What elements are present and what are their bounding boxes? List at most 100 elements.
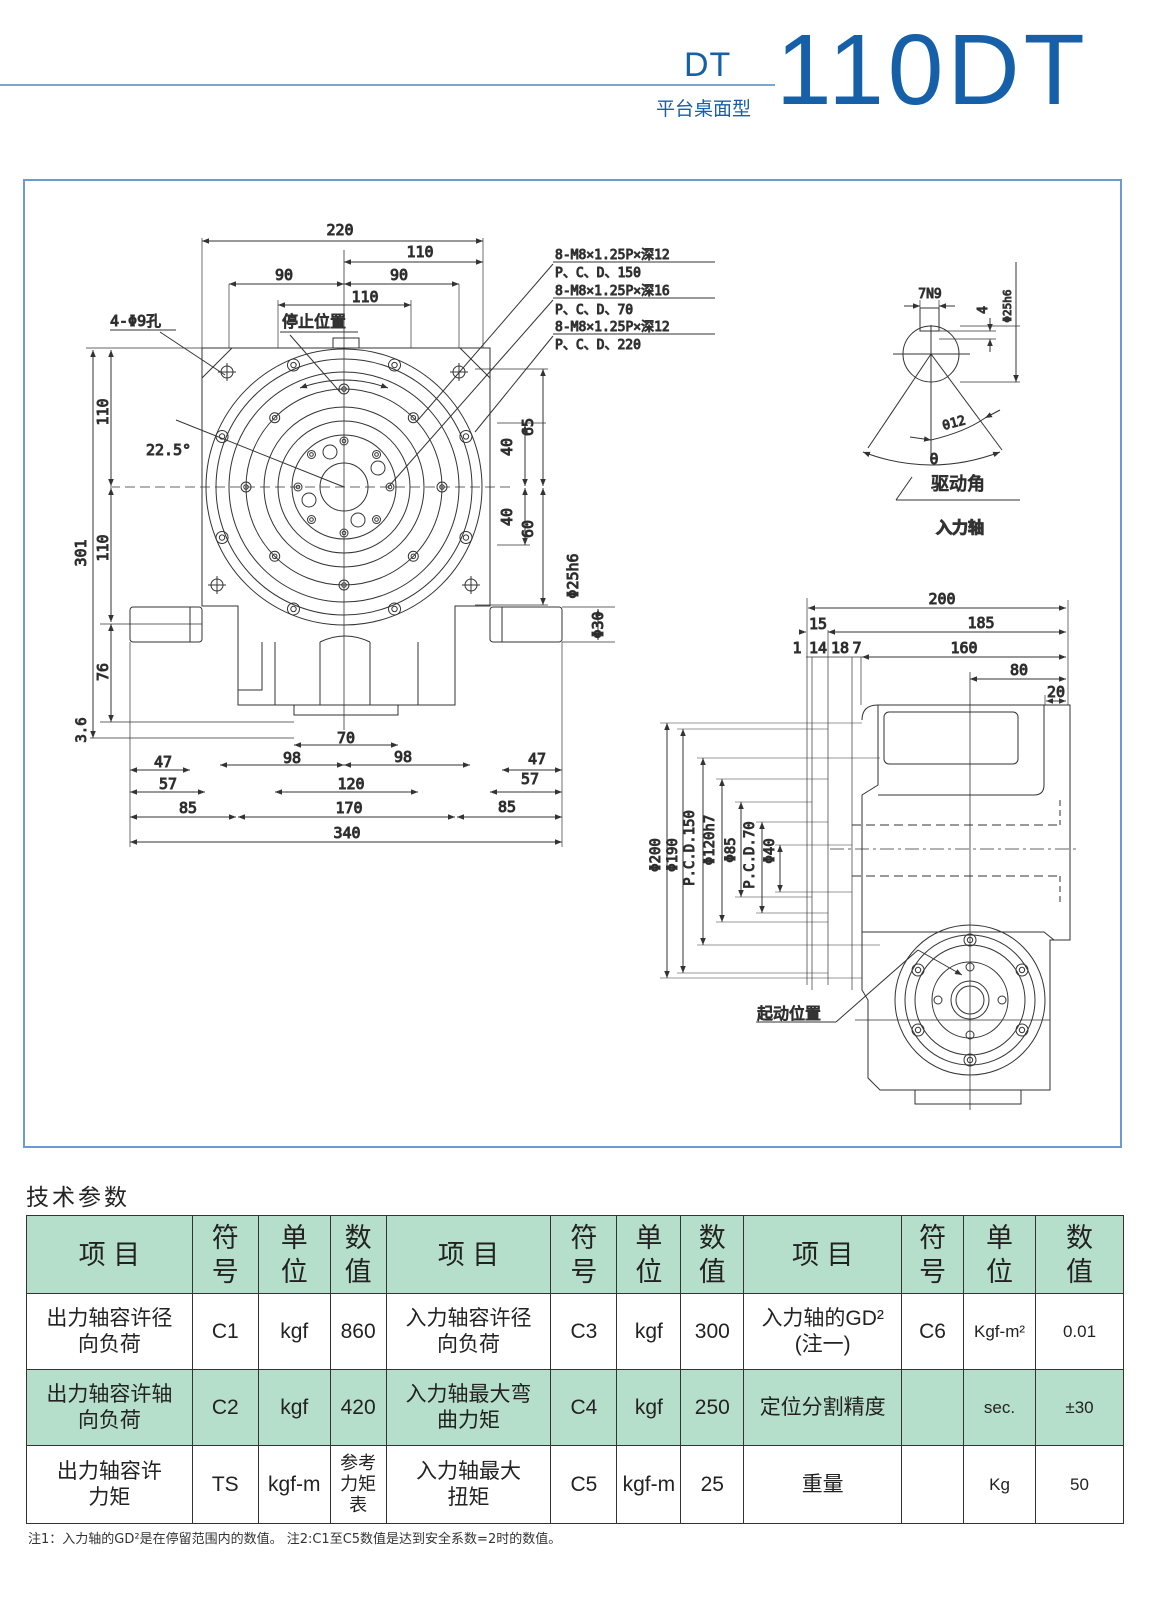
side-dim-14: 14 — [809, 639, 827, 657]
header-value: 数值 — [680, 1215, 745, 1294]
cell-unit: kgf — [616, 1293, 682, 1370]
input-shaft-caption: 入力轴 — [936, 518, 984, 537]
hole-icon — [459, 531, 473, 545]
dim-47-left: 47 — [154, 753, 172, 771]
specs-table: 项 目 符号 单位 数值 项 目 符号 单位 数值 项 目 符号 单位 数值 出… — [26, 1215, 1125, 1524]
cell-value: 860 — [329, 1293, 387, 1370]
hole-icon — [269, 550, 281, 562]
side-dim-20: 20 — [1047, 683, 1065, 701]
specs-title: 技术参数 — [26, 1185, 130, 1211]
header-value: 数值 — [1034, 1215, 1125, 1294]
side-pcd-150: P.C.D.150 — [682, 810, 698, 886]
cell-unit: kgf — [257, 1369, 331, 1446]
callout-3-thread: 8-M8×1.25P×深12 — [555, 320, 670, 335]
hole-icon — [459, 429, 473, 443]
hole-icon — [407, 550, 419, 562]
hole-icon — [407, 412, 419, 424]
hole-icon — [963, 933, 977, 947]
dim-70: 70 — [337, 729, 355, 747]
hole-icon — [286, 602, 300, 616]
side-dia-200: Φ200 — [648, 838, 664, 872]
cell-item: 重量 — [743, 1445, 903, 1524]
dim-110-lower: 110 — [94, 534, 112, 561]
dim-340: 340 — [333, 824, 360, 842]
cell-item: 入力轴最大扭矩 — [385, 1445, 552, 1524]
hole-icon — [286, 358, 300, 372]
dim-110-mid: 110 — [351, 288, 378, 306]
cell-unit: Kgf-m² — [963, 1293, 1036, 1370]
dim-220: 220 — [326, 221, 353, 239]
hole-icon — [965, 962, 975, 972]
header-symbol: 符号 — [191, 1215, 259, 1294]
hole-icon — [350, 512, 366, 528]
hole-icon — [997, 995, 1007, 1005]
hole-icon — [215, 531, 229, 545]
side-dim-80: 80 — [1010, 661, 1028, 679]
side-dia-40: Φ40 — [762, 838, 778, 863]
dim-170: 170 — [335, 799, 362, 817]
cell-item: 出力轴容许径向负荷 — [26, 1293, 193, 1370]
dim-shaft-25h6: Φ25h6 — [564, 553, 582, 598]
dim-85-right: 85 — [498, 798, 516, 816]
cell-symbol — [901, 1369, 965, 1446]
cell-item: 入力轴容许径向负荷 — [385, 1293, 552, 1370]
dim-90-right: 90 — [390, 266, 408, 284]
series-subtitle: 平台桌面型 — [656, 98, 752, 120]
series-label: DT — [684, 46, 732, 84]
header-value: 数值 — [329, 1215, 387, 1294]
cell-item: 出力轴容许力矩 — [26, 1445, 193, 1524]
callout-1-pcd: P、C、D、150 — [555, 266, 641, 281]
header-unit: 单位 — [616, 1215, 682, 1294]
dim-65: 65 — [519, 418, 537, 436]
cell-unit: kgf-m — [616, 1445, 682, 1524]
cell-unit: Kg — [963, 1445, 1036, 1524]
dim-120: 120 — [337, 775, 364, 793]
header-unit: 单位 — [257, 1215, 331, 1294]
cell-value: ±30 — [1034, 1369, 1125, 1446]
dim-301: 301 — [72, 539, 90, 566]
front-view: 220 110 90 90 110 4-Φ9孔 停止位置 22.5° 8-M8×… — [72, 221, 715, 847]
side-dim-15: 15 — [809, 615, 827, 633]
dim-110-top: 110 — [406, 243, 433, 261]
cell-unit: kgf-m — [257, 1445, 331, 1524]
hole-label: 4-Φ9孔 — [110, 312, 161, 330]
dim-shaft-30: Φ30 — [589, 611, 607, 638]
table-row: 出力轴容许力矩 TS kgf-m 参考力矩表 入力轴最大扭矩 C5 kgf-m … — [26, 1445, 1125, 1524]
cell-symbol — [901, 1445, 965, 1524]
header-item: 项 目 — [26, 1215, 193, 1294]
input-shaft-detail: 7N9 4 Φ25h6 θ12 θ 驱动角 入力轴 — [862, 262, 1020, 538]
hole-icon — [1015, 1023, 1029, 1037]
hole-icon — [963, 1053, 977, 1067]
hole-icon — [306, 449, 316, 459]
side-dim-185: 185 — [967, 614, 994, 632]
side-dim-7: 7 — [852, 639, 861, 657]
hole-icon — [911, 1023, 925, 1037]
key-depth-label: 4 — [976, 306, 991, 314]
dim-40-upper: 40 — [498, 438, 516, 456]
technical-drawing: 220 110 90 90 110 4-Φ9孔 停止位置 22.5° 8-M8×… — [72, 221, 1080, 1110]
hole-icon — [269, 412, 281, 424]
callout-3-pcd: P、C、D、220 — [555, 338, 641, 353]
hole-icon — [372, 449, 382, 459]
dim-90-left: 90 — [275, 266, 293, 284]
shaft-dia-label: Φ25h6 — [1001, 289, 1014, 322]
theta12-label: θ12 — [941, 413, 968, 434]
header-rule — [0, 84, 775, 86]
cell-symbol: C1 — [191, 1293, 259, 1370]
cell-value: 50 — [1034, 1445, 1125, 1524]
cell-value: 0.01 — [1034, 1293, 1125, 1370]
cell-symbol: C5 — [550, 1445, 618, 1524]
hole-icon — [301, 492, 317, 508]
cell-value: 300 — [680, 1293, 745, 1370]
header-item: 项 目 — [385, 1215, 552, 1294]
callout-1-thread: 8-M8×1.25P×深12 — [555, 248, 670, 263]
cell-item: 入力轴最大弯曲力矩 — [385, 1369, 552, 1446]
cell-value: 420 — [329, 1369, 387, 1446]
table-row: 出力轴容许轴向负荷 C2 kgf 420 入力轴最大弯曲力矩 C4 kgf 25… — [26, 1369, 1125, 1446]
start-position-label: 起动位置 — [757, 1004, 821, 1023]
cell-symbol: C3 — [550, 1293, 618, 1370]
dim-76: 76 — [94, 663, 112, 681]
cell-item: 定位分割精度 — [743, 1369, 903, 1446]
drive-angle-label: 驱动角 — [931, 474, 985, 495]
dim-98-left: 98 — [283, 749, 301, 767]
